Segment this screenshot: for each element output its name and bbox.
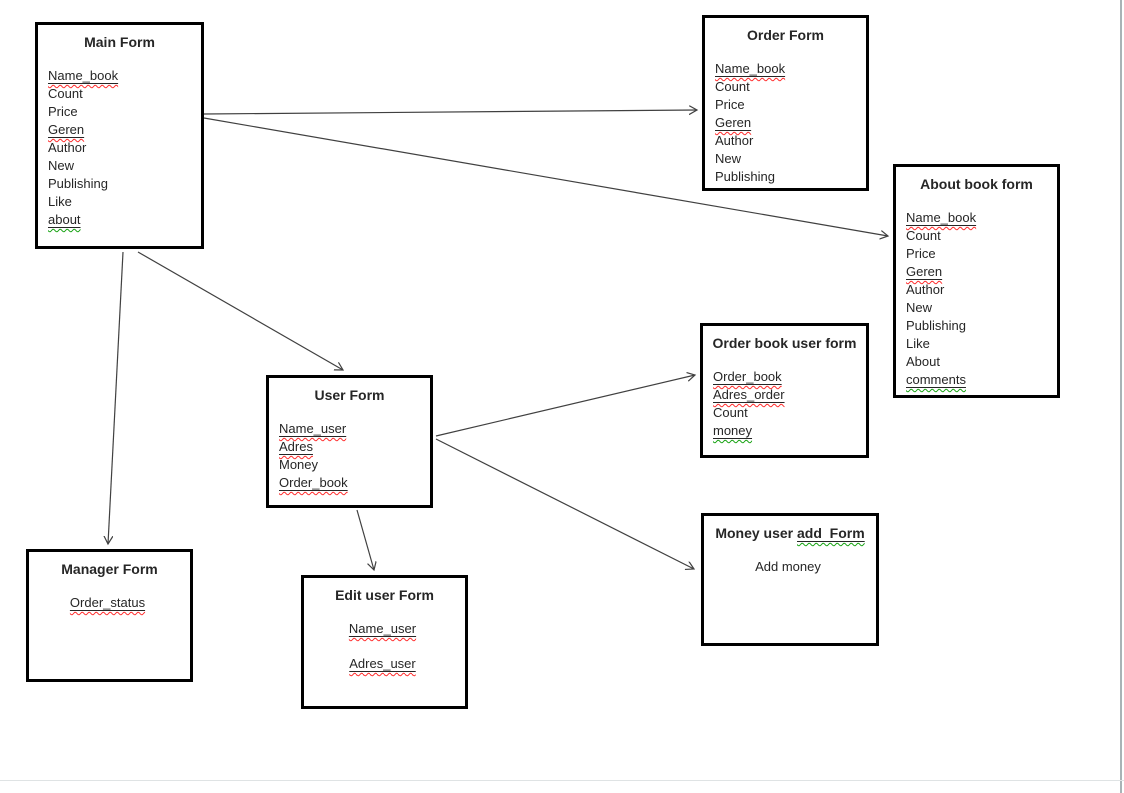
node-fields: Add money <box>704 558 876 576</box>
field-author: Author <box>48 140 87 155</box>
field-money: Money <box>279 457 319 472</box>
field-adres-order: Adres_order <box>713 387 785 402</box>
arrow-user-to-money[interactable] <box>435 438 694 569</box>
node-title: Manager Form <box>61 561 158 577</box>
field-count: Count <box>906 228 941 243</box>
node-manager-form[interactable]: Manager Form Order_status <box>26 549 193 682</box>
field-money: money <box>713 423 753 438</box>
field-name-book: Name_book <box>48 68 119 83</box>
field-name-book: Name_book <box>906 210 977 225</box>
node-title: About book form <box>920 176 1033 192</box>
node-money-user-add-form[interactable]: Money user add Form Add money <box>701 513 879 646</box>
field-adres: Adres <box>279 439 313 454</box>
field-geren: Geren <box>48 122 85 137</box>
field-geren: Geren <box>715 115 752 130</box>
field-about: about <box>48 212 81 227</box>
field-price: Price <box>48 104 78 119</box>
field-new: New <box>48 158 75 173</box>
page-bottom-edge-line <box>0 780 1124 781</box>
field-count: Count <box>715 79 750 94</box>
field-publishing: Publishing <box>48 176 108 191</box>
field-like: Like <box>48 194 72 209</box>
arrow-user-to-edit[interactable] <box>356 509 374 570</box>
field-comments: comments <box>906 372 966 387</box>
node-title: User Form <box>314 387 385 403</box>
arrow-main-to-order[interactable] <box>203 110 697 114</box>
field-adres-user: Adres_user <box>349 656 416 671</box>
field-geren: Geren <box>906 264 943 279</box>
field-name-user: Name_user <box>348 621 417 636</box>
node-title: Edit user Form <box>335 587 434 603</box>
node-title: Order Form <box>746 27 824 43</box>
node-title: Main Form <box>84 34 155 50</box>
field-name-book: Name_book <box>715 61 786 76</box>
field-author: Author <box>906 282 945 297</box>
node-title: Order book user form <box>712 335 857 351</box>
field-like: Like <box>906 336 930 351</box>
field-order-book: Order_book <box>279 475 348 490</box>
field-name-user: Name_user <box>279 421 347 436</box>
node-fields: Order_status <box>29 594 190 612</box>
field-about: About <box>906 354 940 369</box>
field-price: Price <box>715 97 745 112</box>
arrow-user-to-order-book[interactable] <box>435 375 695 437</box>
field-author: Author <box>715 133 754 148</box>
field-count: Count <box>48 86 83 101</box>
field-count: Count <box>713 405 748 420</box>
field-order-status: Order_status <box>69 595 146 610</box>
field-price: Price <box>906 246 936 261</box>
field-order-book: Order_book <box>713 369 782 384</box>
arrow-main-to-about[interactable] <box>203 117 888 236</box>
node-title: Money user add Form <box>715 525 865 541</box>
field-new: New <box>715 151 742 166</box>
arrow-main-to-manager[interactable] <box>108 251 124 544</box>
field-publishing: Publishing <box>906 318 966 333</box>
field-publishing: Publishing <box>715 169 775 184</box>
page-right-edge-line <box>1120 0 1122 793</box>
arrow-main-to-user[interactable] <box>137 251 343 370</box>
field-add-money: Add money <box>755 559 821 574</box>
field-new: New <box>906 300 933 315</box>
